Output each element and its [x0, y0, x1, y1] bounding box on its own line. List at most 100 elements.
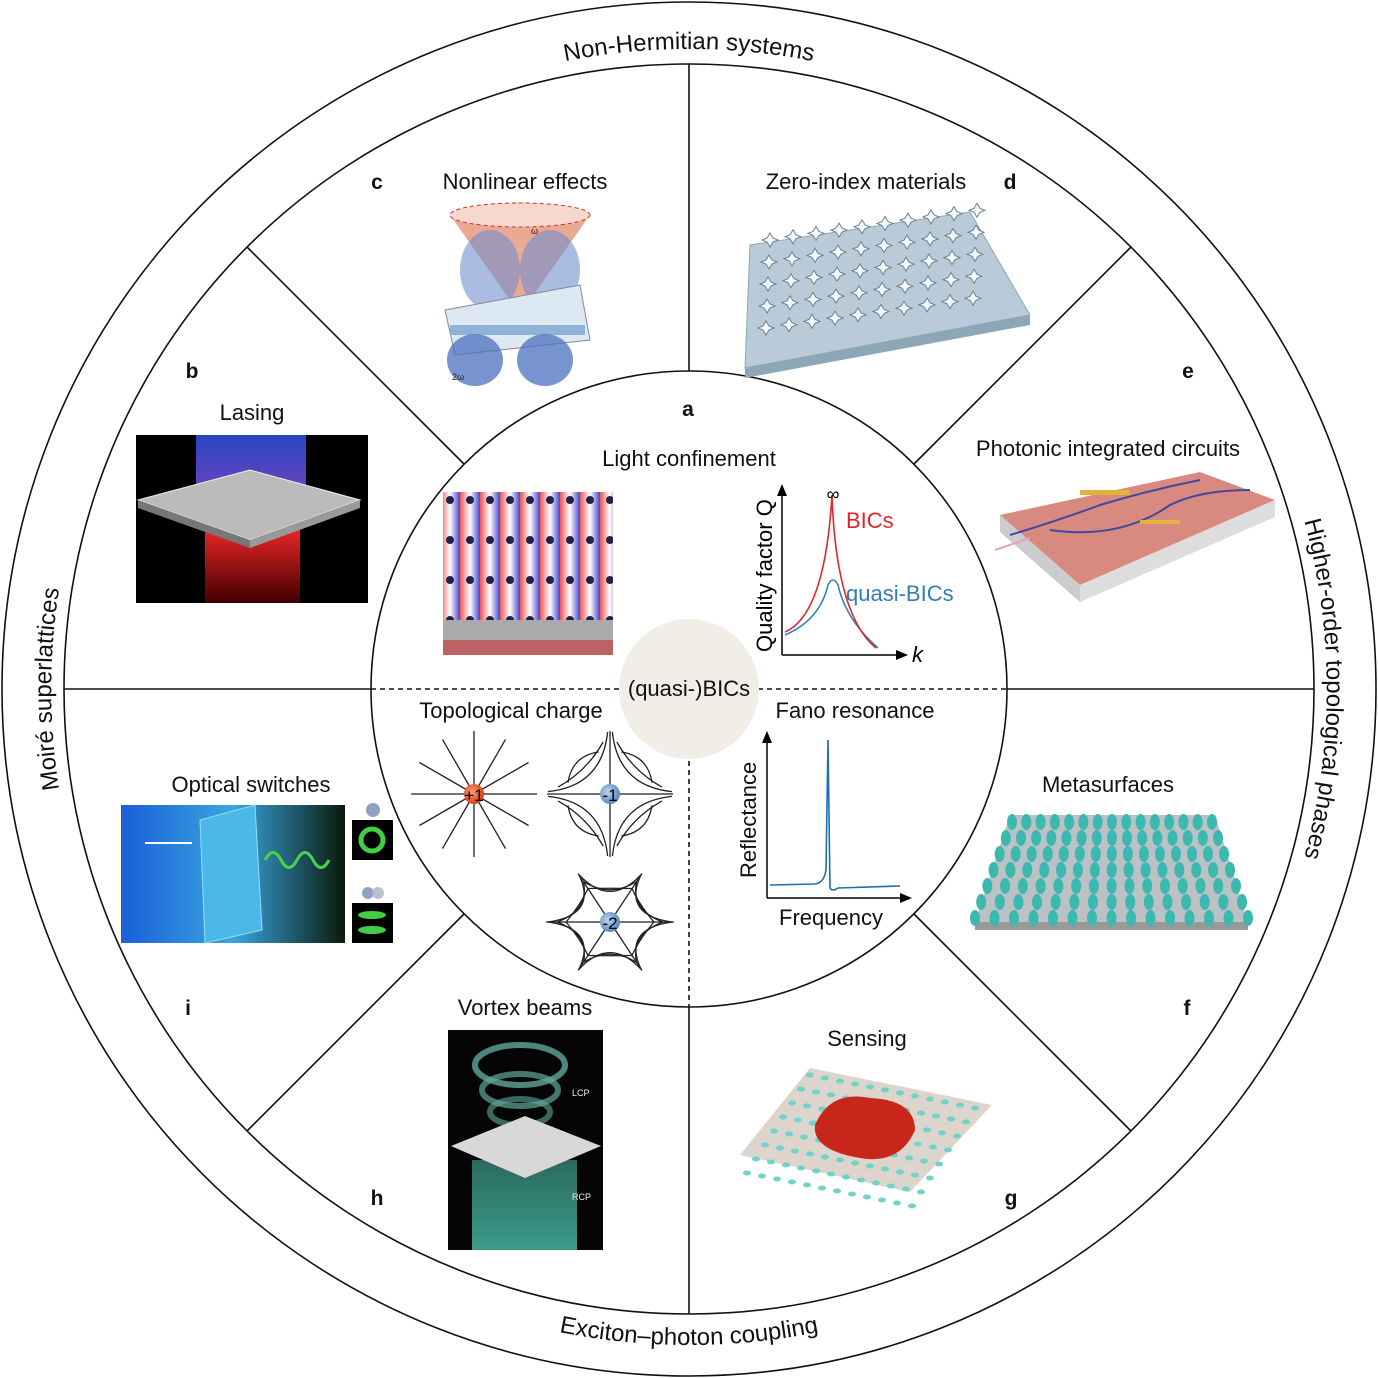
nanopillar [1181, 894, 1192, 910]
optical-switch-image [121, 803, 393, 944]
field-line [547, 921, 585, 970]
star-hole [782, 250, 802, 267]
nanopillar [1219, 846, 1229, 862]
field-line [547, 795, 609, 857]
sensor-particle [962, 1119, 970, 1125]
nanopillar [988, 862, 999, 878]
nanopillar [1028, 910, 1039, 926]
nanopillar [1149, 814, 1160, 830]
nanopillar [1026, 846, 1037, 862]
nanopillar [1208, 862, 1219, 878]
star-hole [828, 244, 848, 261]
divider [246, 913, 465, 1132]
star-hole [941, 271, 961, 288]
field-line [473, 739, 507, 795]
nanopillar [1050, 894, 1061, 910]
nanopillar [1071, 878, 1082, 894]
nanopillar [1207, 814, 1217, 830]
sensor-particle [923, 1127, 931, 1133]
sensor-particle [920, 1158, 928, 1164]
star-hole [942, 249, 962, 266]
fano-resonance-plot: Fano resonance Frequency Reflectance [736, 698, 935, 930]
panel-letter-e: e [1182, 360, 1194, 383]
star-hole [757, 298, 777, 314]
nanopillar [1053, 878, 1064, 894]
bics-curve [784, 494, 877, 649]
sensor-particle [803, 1182, 811, 1188]
nanopillar [1015, 830, 1026, 846]
field-line [565, 888, 589, 923]
star-hole [895, 278, 915, 295]
charge-minus2-label: -2 [602, 914, 617, 933]
bics-label: BICs [846, 508, 894, 533]
nanopillar [1039, 862, 1050, 878]
zero-index-image [744, 202, 1031, 378]
nanopillar [1197, 830, 1208, 846]
sensor-particle [935, 1161, 943, 1167]
nanopillar [1213, 878, 1224, 894]
nanopillar [1202, 846, 1213, 862]
omega-label: ω [531, 226, 538, 236]
nanopillar [994, 894, 1005, 910]
nanopillar [1122, 846, 1133, 862]
nanopillar [1021, 814, 1032, 830]
sensor-particle [914, 1141, 922, 1147]
star-hole [875, 215, 895, 232]
nanopillar [1165, 910, 1175, 926]
nanopillar [1106, 846, 1117, 862]
star-hole [850, 262, 870, 279]
ring-label-left: Moiré superlattices [30, 586, 65, 793]
sensor-particle [842, 1174, 850, 1180]
infinity-label: ∞ [827, 484, 840, 504]
topological-charge-title: Topological charge [419, 698, 602, 723]
field-line [419, 793, 475, 827]
panel-title-f: Metasurfaces [1042, 772, 1174, 797]
divider [246, 246, 465, 465]
nanopillar [1145, 910, 1156, 926]
nanopillar [1225, 862, 1235, 878]
sensor-particle [791, 1148, 799, 1154]
quality-factor-plot: ∞ BICs quasi-BICs k Quality factor Q [752, 484, 954, 667]
star-hole [826, 288, 846, 305]
sensor-particle [881, 1166, 889, 1172]
sensor-particle [896, 1090, 904, 1096]
field-line [616, 800, 663, 847]
sensor-particle [932, 1113, 940, 1119]
panel-title-d: Zero-index materials [766, 169, 967, 194]
field-line [567, 751, 599, 783]
sensor-particle [941, 1099, 949, 1105]
nanopillar [1125, 894, 1136, 910]
nanopillar [1069, 894, 1080, 910]
star-hole [963, 290, 983, 307]
nanopillar [1089, 862, 1100, 878]
nanopillar [1046, 830, 1057, 846]
metasurface-image [970, 814, 1253, 930]
nanopillar [994, 846, 1005, 862]
sensor-particle [878, 1197, 886, 1203]
star-hole [827, 266, 847, 283]
star-hole [806, 225, 826, 242]
sensor-particle [812, 1168, 820, 1174]
nanopillar [1121, 814, 1132, 830]
nanopillar [1087, 894, 1098, 910]
star-hole [943, 227, 963, 244]
fano-y-label: Reflectance [736, 762, 761, 878]
sensor-particle [794, 1117, 802, 1123]
sensor-particle [851, 1081, 859, 1087]
panel-letter-f: f [1184, 997, 1192, 1020]
field-line [441, 793, 475, 849]
star-hole [917, 296, 937, 313]
sensor-particle [782, 1162, 790, 1168]
sensor-particle [827, 1092, 835, 1098]
sensor-particle [797, 1165, 805, 1171]
panel-title-c: Nonlinear effects [443, 169, 608, 194]
nanopillar [1159, 878, 1170, 894]
sensor-particle [821, 1154, 829, 1160]
star-hole [967, 202, 987, 219]
sensor-particle [803, 1103, 811, 1109]
sensor-particle [887, 1183, 895, 1189]
sensor-particle [857, 1177, 865, 1183]
star-hole [783, 228, 803, 245]
sensor-particle [917, 1189, 925, 1195]
nanopillar [1022, 862, 1033, 878]
